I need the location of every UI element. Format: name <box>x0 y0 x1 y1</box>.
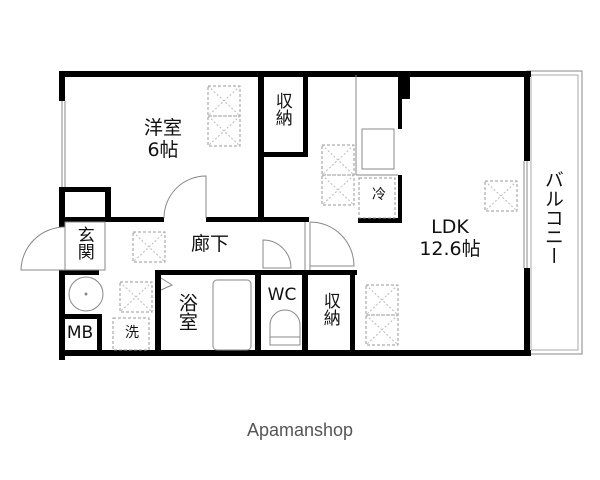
western-room-name: 洋室 <box>143 117 182 139</box>
hallway-label: 廊下 <box>190 233 229 255</box>
brand-watermark: Apamanshop <box>246 420 354 440</box>
meter-box-label: MB <box>66 323 94 343</box>
closet-1-label: 収納 <box>271 92 292 126</box>
entrance-label: 玄関 <box>73 226 94 260</box>
ldk-name: LDK <box>431 216 469 238</box>
fridge-label: 冷 <box>372 187 386 203</box>
western-room-size: 6帖 <box>147 139 179 161</box>
bathroom-label: 浴室 <box>175 293 198 331</box>
washer-label: 洗 <box>125 325 139 341</box>
closet-2-label: 収納 <box>319 292 340 326</box>
balcony-label: バルコニー <box>541 170 564 265</box>
wc-label: WC <box>267 285 297 305</box>
ldk-size: 12.6帖 <box>419 238 481 260</box>
